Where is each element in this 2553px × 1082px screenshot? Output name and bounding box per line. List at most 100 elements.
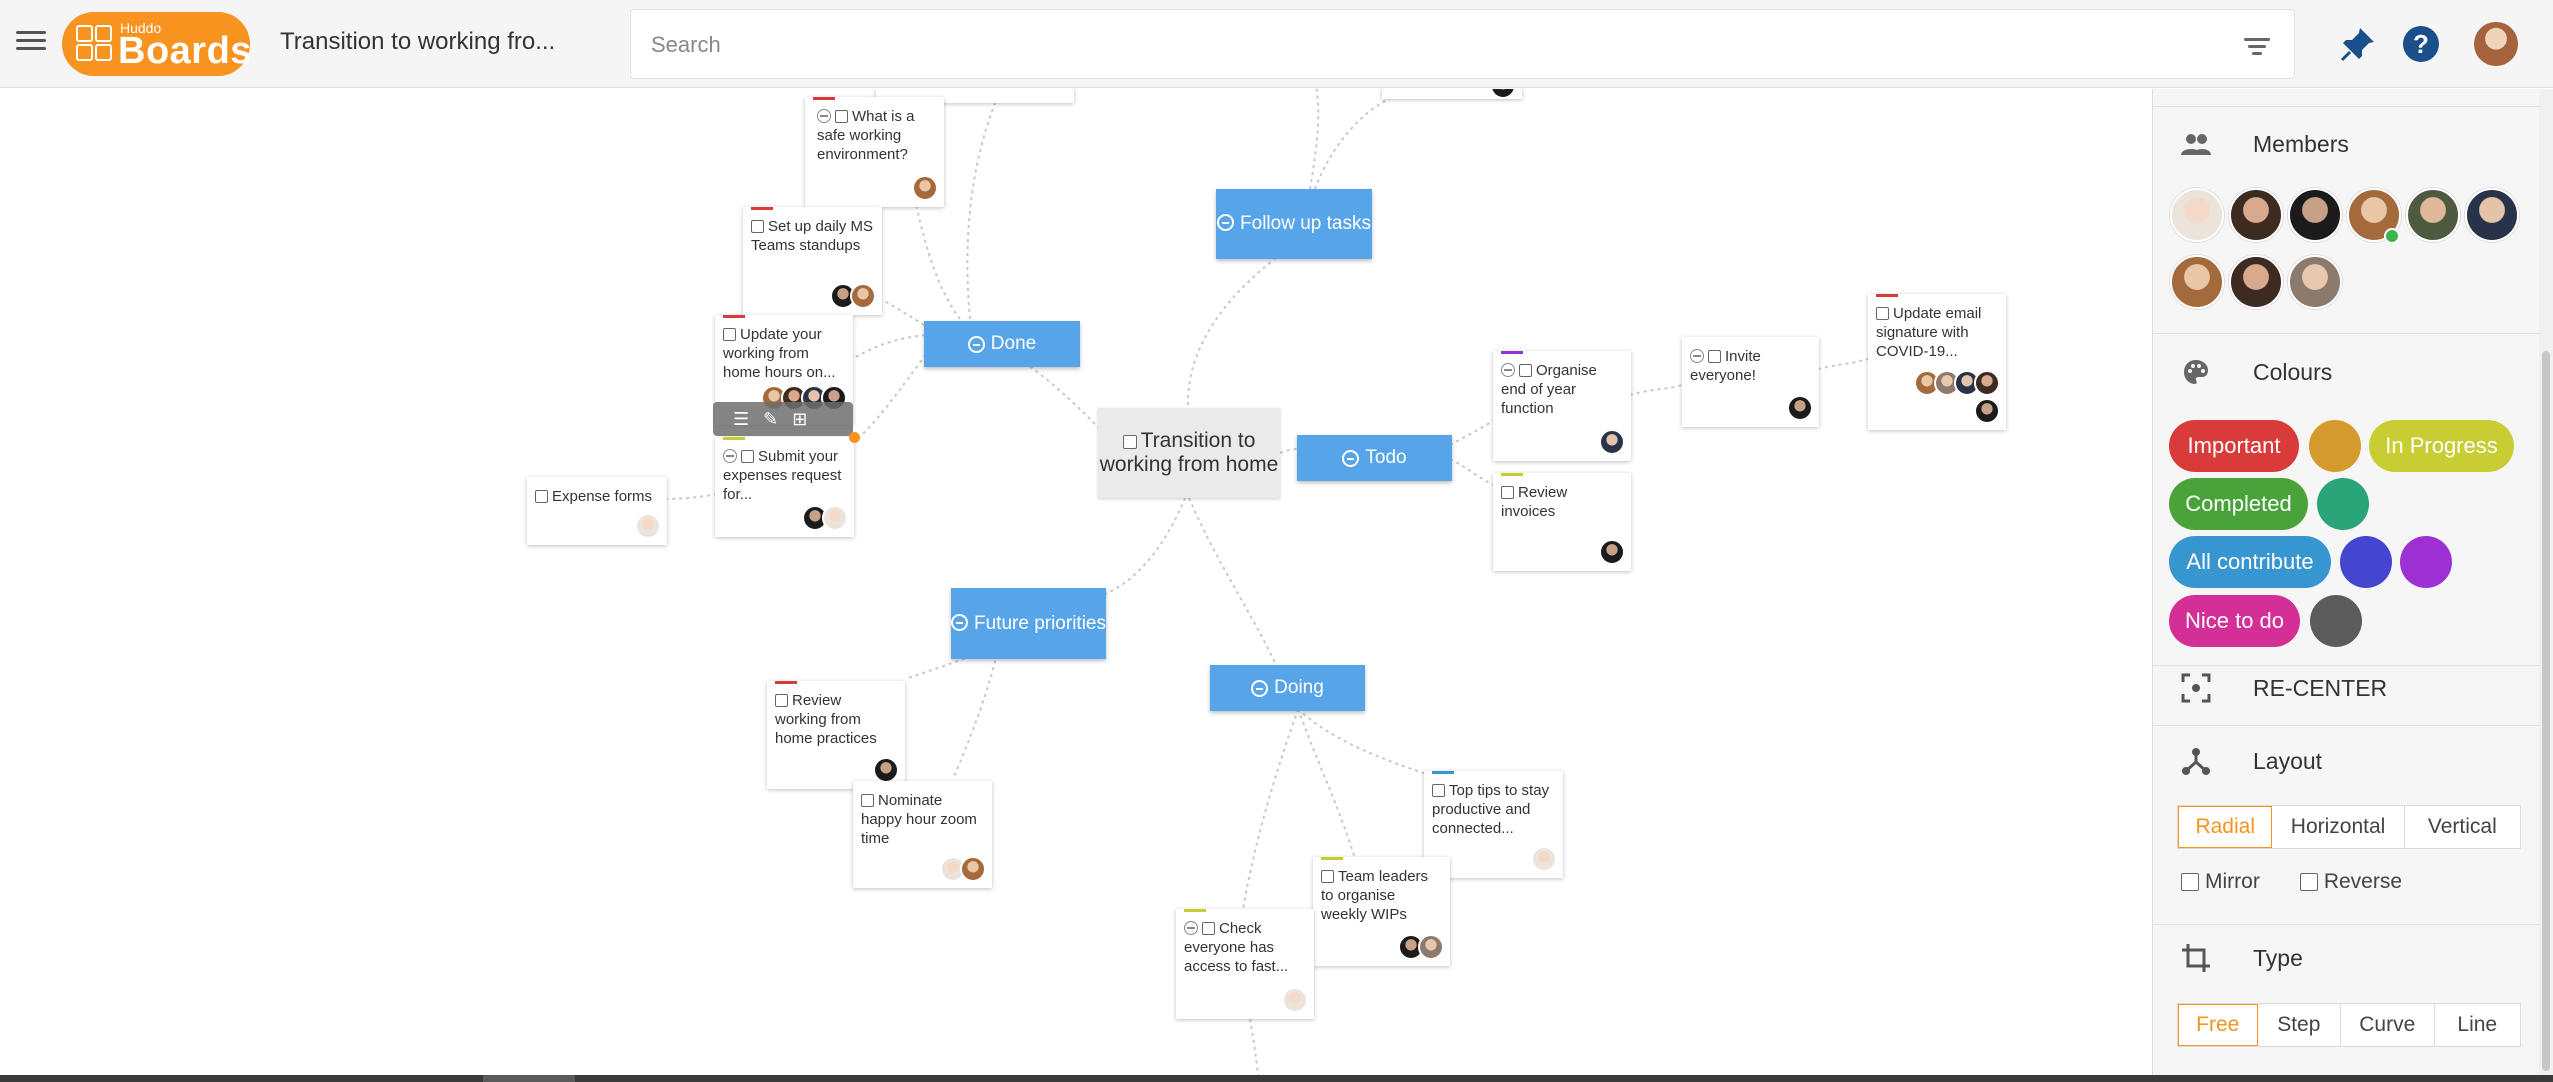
collapse-icon[interactable] (817, 109, 831, 123)
collapse-icon[interactable] (1184, 921, 1198, 935)
task-card[interactable]: What is a safe working environment? (805, 97, 944, 207)
task-card[interactable]: Review working from home practices (767, 681, 905, 789)
colour-chip-all-contribute[interactable]: All contribute (2169, 536, 2331, 588)
checkbox[interactable] (1519, 364, 1532, 377)
type-option-free[interactable]: Free (2178, 1004, 2258, 1046)
branch-node-follow-up[interactable]: Follow up tasks (1216, 189, 1372, 259)
huddo-boards-logo[interactable]: Huddo Boards (62, 12, 251, 76)
type-option-line[interactable]: Line (2457, 1013, 2498, 1036)
add-list-icon[interactable]: ☰ (733, 408, 750, 429)
member-avatar[interactable] (2229, 188, 2283, 242)
type-option-step[interactable]: Step (2258, 1004, 2342, 1046)
type-option-curve[interactable]: Curve (2341, 1004, 2435, 1046)
search-input[interactable] (651, 28, 2151, 62)
colour-chip-in-progress[interactable]: In Progress (2369, 420, 2514, 472)
task-card[interactable]: Update email signature with COVID-19... (1868, 294, 2006, 430)
colour-tag (1321, 857, 1343, 860)
colour-swatch-grey[interactable] (2310, 595, 2362, 647)
edit-icon[interactable]: ✎ (763, 408, 779, 429)
task-card[interactable]: Team leaders to organise weekly WIPs (1313, 857, 1450, 966)
branch-node-todo[interactable]: Todo (1297, 435, 1452, 481)
checkbox[interactable] (775, 694, 788, 707)
checkbox[interactable] (751, 220, 764, 233)
task-card[interactable]: Submit your expenses request for... (715, 437, 854, 537)
task-card[interactable]: Organise end of year function (1493, 351, 1631, 461)
branch-label: Todo (1365, 447, 1407, 468)
collapse-icon[interactable] (1342, 449, 1360, 467)
member-avatar[interactable] (2229, 255, 2283, 309)
checkbox[interactable] (1708, 350, 1721, 363)
branch-node-future[interactable]: Future priorities (951, 588, 1106, 659)
collapse-icon[interactable] (951, 613, 968, 631)
task-card[interactable]: Expense forms (527, 477, 667, 545)
layout-option-horizontal[interactable]: Horizontal (2272, 806, 2405, 848)
collapse-icon[interactable] (967, 335, 985, 353)
layout-option-vertical[interactable]: Vertical (2427, 815, 2497, 838)
colour-swatch-teal[interactable] (2317, 478, 2369, 530)
colours-section-header: Colours (2179, 355, 2332, 389)
reverse-checkbox[interactable]: Reverse (2299, 870, 2402, 894)
checkbox[interactable] (861, 794, 874, 807)
user-avatar[interactable] (2474, 22, 2518, 66)
member-avatar[interactable] (2170, 188, 2224, 242)
task-card-partial[interactable] (1382, 89, 1522, 99)
card-title: Review working from home practices (775, 692, 877, 747)
member-avatar[interactable] (2288, 188, 2342, 242)
mirror-label: Mirror (2205, 870, 2260, 893)
colour-chip-nice-to-do[interactable]: Nice to do (2169, 595, 2300, 647)
layout-options-row: Mirror Reverse (2181, 870, 2402, 894)
collapse-icon[interactable] (723, 449, 737, 463)
sidebar-scrollbar[interactable] (2539, 89, 2553, 1075)
colour-swatch-amber[interactable] (2309, 420, 2361, 472)
collapse-icon[interactable] (1217, 214, 1235, 231)
checkbox[interactable] (1321, 870, 1334, 883)
member-avatar[interactable] (2406, 188, 2460, 242)
task-card[interactable]: Nominate happy hour zoom time (853, 781, 992, 888)
checkbox[interactable] (1432, 784, 1445, 797)
collapse-icon[interactable] (1251, 679, 1269, 697)
recenter-button[interactable]: RE-CENTER (2179, 671, 2387, 705)
member-avatar[interactable] (2288, 255, 2342, 309)
card-title: Review invoices (1501, 484, 1568, 520)
colour-swatch-indigo[interactable] (2340, 536, 2392, 588)
help-icon[interactable]: ? (2403, 26, 2439, 62)
filter-icon[interactable] (2242, 34, 2272, 58)
mindmap-links (664, 89, 1869, 1075)
mindmap-canvas[interactable]: Transition to working from home Done Fol… (0, 89, 2152, 1075)
colour-chip-completed[interactable]: Completed (2169, 478, 2308, 530)
checkbox[interactable] (1876, 307, 1889, 320)
mirror-checkbox[interactable]: Mirror (2181, 870, 2260, 894)
branch-node-doing[interactable]: Doing (1210, 665, 1365, 711)
colour-swatch-purple[interactable] (2400, 536, 2452, 588)
collapse-icon[interactable] (1501, 363, 1515, 377)
avatar (635, 513, 661, 539)
checkbox[interactable] (1202, 922, 1215, 935)
checkbox[interactable] (1501, 486, 1514, 499)
member-avatar[interactable] (2465, 188, 2519, 242)
task-card[interactable]: Invite everyone! (1682, 337, 1819, 427)
colour-tag (1501, 473, 1523, 476)
layout-option-radial[interactable]: Radial (2178, 806, 2273, 848)
checkbox[interactable] (741, 450, 754, 463)
board-title[interactable]: Transition to working fro... (280, 28, 556, 55)
colour-chip-important[interactable]: Important (2169, 420, 2299, 472)
pin-icon[interactable] (2338, 24, 2378, 64)
add-card-icon[interactable]: ⊞ (792, 408, 808, 429)
branch-node-done[interactable]: Done (924, 321, 1080, 367)
task-card[interactable]: Set up daily MS Teams standups (743, 207, 882, 315)
task-card[interactable]: Check everyone has access to fast... (1176, 909, 1314, 1019)
checkbox[interactable] (835, 110, 848, 123)
member-avatar[interactable] (2170, 255, 2224, 309)
checkbox[interactable] (1122, 435, 1137, 449)
checkbox[interactable] (535, 490, 548, 503)
task-card[interactable]: Review invoices (1493, 473, 1631, 571)
horizontal-scrollbar[interactable] (0, 1075, 2553, 1082)
layout-section-header: Layout (2179, 744, 2322, 778)
colour-tag (813, 97, 835, 100)
drag-handle[interactable] (849, 432, 860, 443)
checkbox[interactable] (723, 328, 736, 341)
center-node[interactable]: Transition to working from home (1098, 408, 1280, 498)
collapse-icon[interactable] (1690, 349, 1704, 363)
hamburger-menu-icon[interactable] (16, 26, 46, 56)
logo-text-small: Huddo (120, 20, 162, 36)
